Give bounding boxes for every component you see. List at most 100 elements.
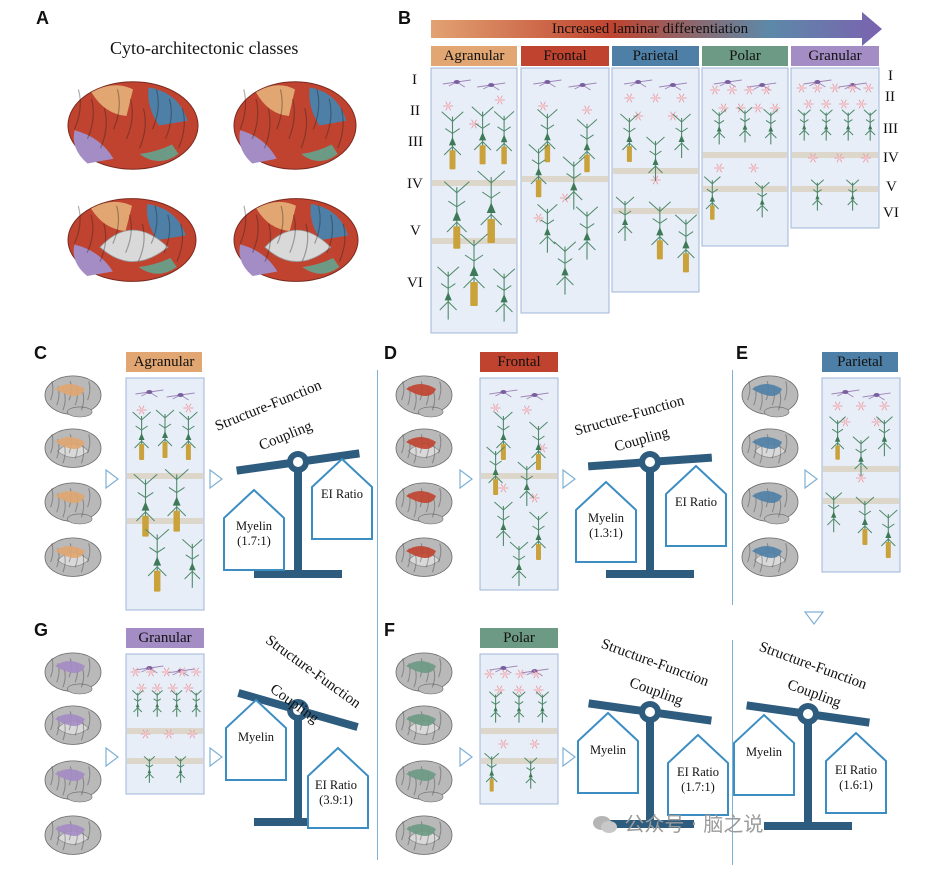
highlight-g-0	[55, 661, 85, 673]
column-f-hcell-1	[489, 665, 518, 674]
column-granular-hcell-1	[803, 79, 832, 88]
scale-c-right-pan	[311, 457, 373, 540]
column-agranular-pyramidal-4	[477, 170, 506, 243]
column-parietal-interneuron-3	[633, 111, 644, 121]
column-g-pyramidal-4	[143, 756, 156, 783]
column-d	[479, 377, 559, 591]
brain-c-0	[44, 375, 102, 418]
pan-f-right-label: EI Ratio	[676, 765, 719, 779]
column-c-band-0	[127, 473, 203, 479]
column-d-hcell-1	[489, 389, 518, 398]
pan-f-left-label: Myelin	[589, 743, 627, 757]
column-g-interneuron-6	[152, 683, 163, 693]
column-g-interneuron-10	[163, 729, 174, 739]
layer-label-right-2: II	[885, 89, 895, 105]
column-f-interneuron-7	[498, 739, 509, 749]
tag-e-parietal: Parietal	[822, 352, 898, 372]
column-polar-interneuron-9	[748, 163, 759, 173]
column-granular	[790, 67, 880, 229]
column-frontal-pyramidal-2	[528, 144, 549, 198]
column-granular-band-0	[792, 152, 878, 158]
pan-g-right: EI Ratio(3.9:1)	[306, 778, 366, 808]
column-polar-interneuron-1	[727, 85, 738, 95]
column-granular-pyramidal-5	[845, 179, 860, 211]
column-polar-pyramidal-2	[763, 108, 779, 145]
column-frontal-pyramidal-5	[575, 206, 599, 260]
tag-c-agranular: Agranular	[126, 352, 202, 372]
pan-d-right: EI Ratio	[666, 495, 726, 510]
pan-d-left-label: Myelin	[587, 511, 625, 525]
column-parietal-hcell-1	[624, 79, 653, 88]
column-d-band-0	[481, 473, 557, 479]
brain-e-2	[741, 482, 799, 525]
column-g-hcell-1	[135, 665, 164, 674]
column-d-pyramidal-2	[486, 446, 505, 495]
scale-e	[733, 701, 887, 830]
column-e-pyramidal-5	[878, 509, 898, 558]
scale-f-pivot-hole	[645, 707, 655, 717]
column-agranular-interneuron-0	[443, 101, 454, 111]
arrow-c-2	[209, 468, 223, 490]
column-agranular-interneuron-1	[494, 95, 505, 105]
column-e-pyramidal-4	[855, 496, 875, 545]
column-granular-band-1	[792, 186, 878, 192]
scale-e-base	[764, 822, 852, 830]
panel-label-a: A	[36, 8, 49, 28]
column-agranular-pyramidal-1	[471, 106, 494, 165]
layer-label-left-1: I	[412, 72, 417, 88]
column-granular-interneuron-11	[860, 153, 871, 163]
column-d-hcell-2	[520, 392, 549, 401]
column-c-pyramidal-6	[182, 539, 203, 588]
column-d-interneuron-3	[498, 483, 509, 493]
column-parietal-interneuron-2	[676, 93, 687, 103]
column-g-interneuron-2	[161, 667, 172, 677]
column-granular-pyramidal-2	[841, 109, 855, 141]
scale-g	[225, 689, 369, 829]
column-g-band-0	[127, 728, 203, 734]
highlight-d-3	[406, 546, 436, 558]
column-polar-interneuron-0	[709, 85, 720, 95]
panel-label-f: F	[384, 620, 395, 640]
column-polar-hcell-1	[713, 79, 742, 88]
column-agranular-hcell-2	[477, 82, 506, 91]
pan-d-left: Myelin(1.3:1)	[576, 511, 636, 541]
column-polar	[701, 67, 789, 247]
column-polar-band-1	[703, 186, 787, 192]
arrow-label: Increased laminar differentiation	[551, 21, 749, 37]
column-f-interneuron-5	[514, 685, 524, 695]
pan-g-right-ratio: (3.9:1)	[319, 793, 353, 807]
column-f-pyramidal-0	[488, 691, 503, 723]
scale-g-left-pan	[225, 698, 287, 781]
brain-d-0	[395, 375, 453, 418]
highlight-c-0	[55, 384, 85, 396]
pan-e-right-ratio: (1.6:1)	[839, 778, 873, 792]
column-polar-interneuron-3	[761, 85, 772, 95]
column-g-interneuron-9	[140, 729, 151, 739]
column-frontal-pyramidal-4	[537, 204, 558, 253]
brain-d-2	[395, 482, 453, 525]
column-f	[479, 653, 559, 805]
column-f-band-1	[481, 758, 557, 764]
column-parietal-pyramidal-1	[672, 113, 691, 158]
column-frontal-interneuron-0	[538, 101, 548, 111]
layer-label-right-6: VI	[883, 205, 899, 221]
column-g-interneuron-5	[136, 683, 147, 693]
layer-label-right-3: III	[883, 121, 898, 137]
scale-g-right-pan	[307, 746, 369, 829]
scale-c-base	[254, 570, 342, 578]
scale-d-base	[606, 570, 694, 578]
pan-c-left-label: Myelin	[235, 519, 273, 533]
column-g	[125, 653, 205, 795]
column-d-interneuron-0	[490, 403, 501, 413]
arrow-d-1	[459, 468, 473, 490]
panel-label-g: G	[34, 620, 49, 640]
column-parietal-interneuron-0	[624, 93, 635, 103]
class-tag-polar: Polar	[702, 46, 788, 66]
column-agranular-hcell-1	[442, 79, 471, 88]
highlight-f-0	[406, 661, 436, 673]
column-frontal-pyramidal-0	[537, 109, 558, 163]
column-agranular-pyramidal-2	[493, 111, 515, 165]
column-e	[821, 377, 901, 573]
arrow-e-down	[803, 611, 825, 625]
